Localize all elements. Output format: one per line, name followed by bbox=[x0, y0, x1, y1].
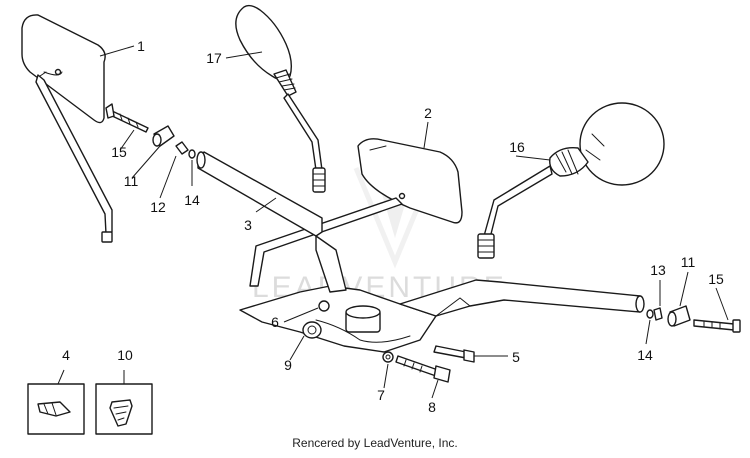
center-washer-part bbox=[382, 351, 394, 363]
callout-4: 4 bbox=[62, 347, 70, 363]
callout-15-left: 15 bbox=[111, 144, 127, 160]
callout-12: 12 bbox=[150, 199, 166, 215]
detail-box-4 bbox=[27, 383, 85, 435]
left-bolt-part bbox=[105, 103, 149, 133]
callout-14-left: 14 bbox=[184, 192, 200, 208]
callout-15-right: 15 bbox=[708, 271, 724, 287]
callout-8: 8 bbox=[428, 399, 436, 415]
right-spacer-part bbox=[653, 307, 663, 321]
callout-5: 5 bbox=[512, 349, 520, 365]
callout-17: 17 bbox=[206, 50, 222, 66]
callout-9: 9 bbox=[284, 357, 292, 373]
short-bolt-part bbox=[433, 345, 475, 363]
callout-13: 13 bbox=[650, 262, 666, 278]
left-bar-end-part bbox=[152, 125, 175, 147]
render-credit: Rencered by LeadVenture, Inc. bbox=[292, 436, 458, 450]
callout-11-left: 11 bbox=[124, 173, 139, 189]
right-bar-end-part bbox=[667, 305, 691, 327]
callout-2: 2 bbox=[424, 105, 432, 121]
handlebar-left-part bbox=[196, 151, 323, 237]
left-mirror-part bbox=[21, 14, 113, 243]
center-mirror-part bbox=[249, 138, 463, 287]
callout-3: 3 bbox=[244, 217, 252, 233]
left-spacer-part bbox=[175, 141, 189, 155]
small-mirror-part bbox=[235, 4, 326, 193]
right-bolt-part bbox=[693, 319, 741, 333]
long-bolt-part bbox=[395, 355, 451, 383]
detail-box-10 bbox=[95, 383, 153, 435]
callout-numbers: 1 17 2 16 3 15 11 12 14 6 9 4 10 7 8 5 1… bbox=[62, 38, 724, 415]
callout-14-right: 14 bbox=[637, 347, 653, 363]
grommet-part bbox=[318, 300, 330, 312]
leader-lines bbox=[57, 45, 729, 399]
callout-7: 7 bbox=[377, 387, 385, 403]
callout-16: 16 bbox=[509, 139, 525, 155]
callout-1: 1 bbox=[137, 38, 145, 54]
handlebar-body-part bbox=[239, 235, 645, 353]
right-washer-part bbox=[646, 309, 654, 319]
left-washer-part bbox=[188, 149, 196, 159]
bushing-part bbox=[302, 321, 322, 339]
round-mirror-part bbox=[477, 102, 665, 259]
callout-10: 10 bbox=[117, 347, 133, 363]
callout-6: 6 bbox=[271, 314, 279, 330]
callout-11-right: 11 bbox=[681, 254, 696, 270]
